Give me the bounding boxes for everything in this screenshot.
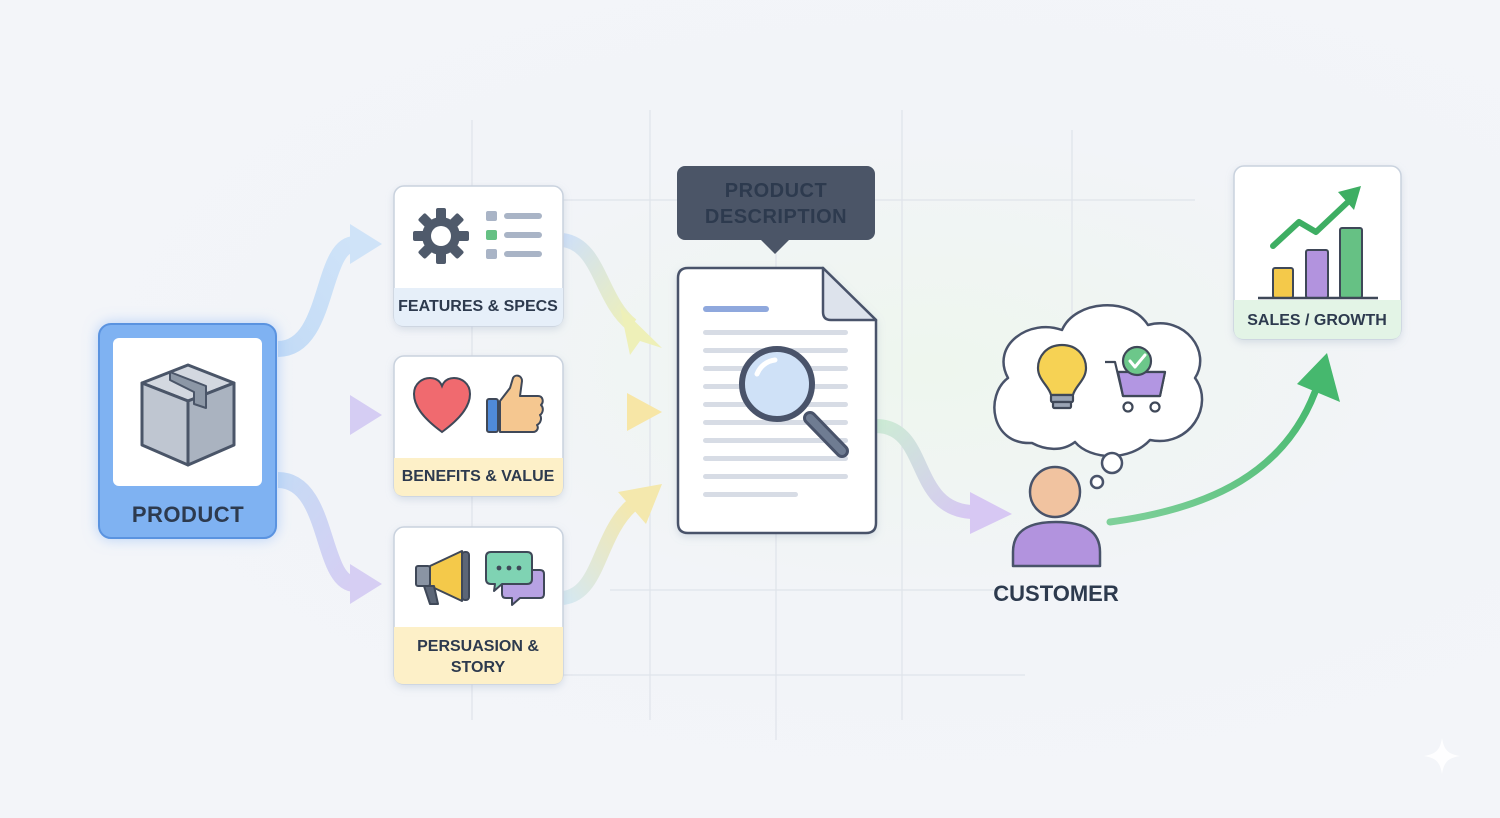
heart-icon: [412, 376, 472, 434]
customer-label: CUSTOMER: [993, 581, 1119, 606]
persuasion-label-line2: STORY: [451, 659, 506, 676]
box-icon: [140, 363, 236, 467]
list-icon: [486, 211, 542, 259]
description-label-line2: DESCRIPTION: [705, 206, 847, 228]
features-to-document-arrow: [561, 233, 662, 355]
lightbulb-icon: [1036, 343, 1088, 410]
description-callout: PRODUCT DESCRIPTION: [677, 166, 875, 254]
chat-bubbles-icon: [485, 551, 545, 606]
magnifier-icon: [739, 346, 849, 458]
sparkle-icon: [1424, 738, 1460, 774]
persuasion-label-line1: PERSUASION &: [417, 638, 539, 655]
features-label: FEATURES & SPECS: [398, 298, 558, 315]
thumbs-up-icon: [486, 374, 544, 433]
sales-label: SALES / GROWTH: [1247, 312, 1387, 329]
cart-check-icon: [1105, 345, 1167, 413]
persuasion-to-document-arrow: [561, 484, 662, 605]
product-to-benefits-arrow: [278, 395, 382, 435]
description-label-line1: PRODUCT: [725, 180, 827, 202]
bar-chart-icon: [1258, 227, 1378, 300]
document-to-customer-arrow: [875, 419, 1012, 534]
gear-icon: [413, 208, 469, 264]
thought-cloud: [993, 304, 1204, 490]
features-node: FEATURES & SPECS: [393, 185, 564, 327]
product-to-features-arrow: [276, 224, 382, 357]
customer-to-sales-arrow: [1106, 353, 1340, 526]
product-to-persuasion-arrow: [276, 472, 382, 604]
sales-node: SALES / GROWTH: [1233, 165, 1402, 340]
benefits-label: BENEFITS & VALUE: [402, 468, 555, 485]
megaphone-icon: [415, 550, 470, 605]
trend-arrow-icon: [1270, 186, 1361, 249]
person-icon: [1011, 465, 1102, 568]
product-label: PRODUCT: [132, 502, 244, 527]
product-node: PRODUCT: [98, 323, 277, 539]
benefits-node: BENEFITS & VALUE: [393, 355, 564, 497]
persuasion-node: PERSUASION & STORY: [393, 526, 564, 685]
benefits-to-document-arrow: [563, 393, 662, 431]
